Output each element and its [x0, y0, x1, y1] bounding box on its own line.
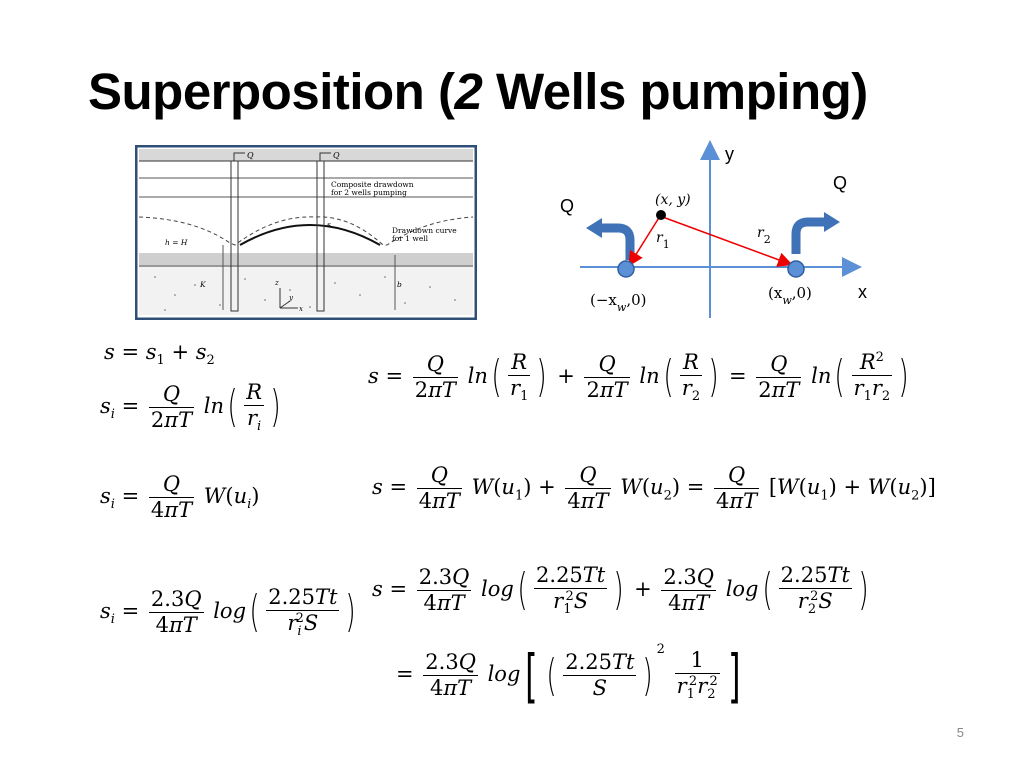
drawdown-label: Drawdown curve [392, 226, 457, 235]
y-axis-label: y [725, 144, 734, 164]
point-marker [656, 210, 666, 220]
s-label: s [327, 220, 331, 229]
slide-title: Superposition (2 Wells pumping) [88, 63, 868, 120]
composite-label-2: for 2 wells pumping [331, 188, 407, 197]
b-label: b [397, 280, 402, 289]
x-axis-label: x [858, 282, 867, 302]
q-left-label: Q [560, 196, 574, 216]
left-well-label: (−xw,0) [590, 291, 646, 314]
composite-label: Composite drawdown [331, 180, 414, 189]
eq-sum: s = s1 + s2 [104, 340, 215, 369]
aquifer-q-left-label: Q [247, 151, 254, 160]
h-label: h = H [165, 238, 188, 247]
z-label: z [274, 279, 279, 287]
page-number: 5 [956, 725, 964, 740]
right-well-label: (xw,0) [768, 284, 812, 307]
aquifer-q-right-label: Q [333, 151, 340, 160]
drawdown-label-2: for 1 well [392, 234, 429, 243]
k-label: K [199, 280, 206, 289]
point-label: (x, y) [655, 192, 691, 208]
y-label: y [288, 294, 294, 302]
r2-label: r2 [757, 225, 771, 246]
x-label: x [299, 305, 303, 313]
aquifer-cross-section-figure: Q Q Composite drawdown for 2 wells pumpi… [135, 145, 477, 320]
q-right-label: Q [833, 173, 847, 193]
well-coordinates-figure: y x Q Q (x, y) r1 r2 (−xw,0) (xw,0) [560, 140, 867, 318]
r1-label: r1 [656, 230, 670, 251]
